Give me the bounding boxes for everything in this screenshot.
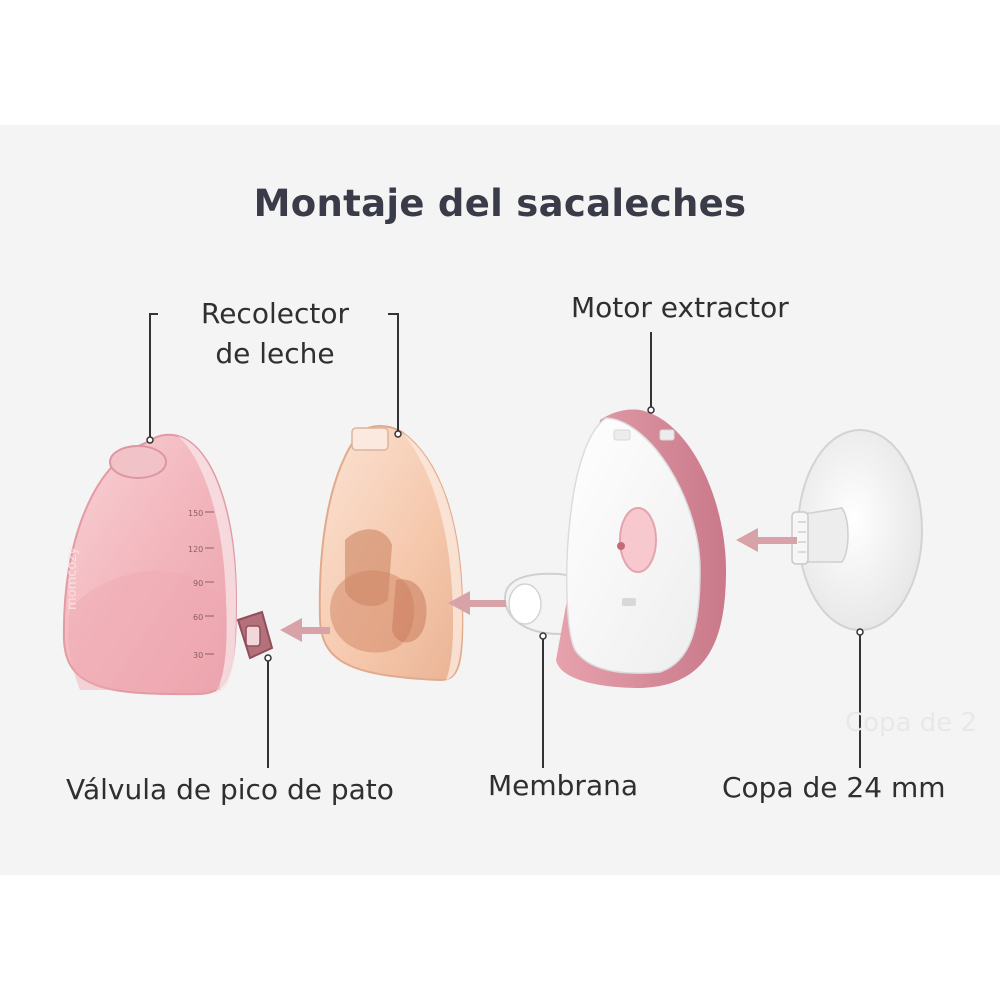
milk-collector-shell [318, 425, 464, 682]
label-membrane: Membrana [488, 769, 639, 802]
leader-motor [647, 332, 655, 414]
assembly-arrows [280, 528, 797, 642]
volume-scale: 150 120 90 60 30 [188, 509, 214, 660]
leader-valve [264, 654, 272, 768]
label-cup: Copa de 24 mm [722, 771, 946, 804]
cup-24mm [791, 429, 923, 631]
label-collector-line1: Recolector [201, 297, 349, 330]
milk-collector-body: 150 120 90 60 30 momcozy [62, 433, 238, 696]
label-collector-line2: de leche [215, 337, 335, 370]
extraction-motor [556, 409, 726, 688]
arrow-shell-to-valve [280, 618, 330, 642]
scale-mark-90: 90 [193, 579, 203, 588]
scale-mark-150: 150 [188, 509, 203, 518]
brand-logo: momcozy [65, 547, 80, 610]
label-collector: Recolector de leche [170, 294, 380, 374]
watermark-text: Copa de 2 [845, 708, 978, 738]
scale-mark-60: 60 [193, 613, 203, 622]
leader-collector-bracket [146, 313, 402, 444]
leader-cup [856, 628, 864, 768]
scale-mark-30: 30 [193, 651, 203, 660]
label-valve: Válvula de pico de pato [66, 773, 394, 806]
scale-mark-120: 120 [188, 545, 203, 554]
duckbill-valve [236, 610, 274, 660]
leader-lines [146, 313, 864, 768]
label-motor: Motor extractor [571, 291, 789, 324]
arrow-cup-to-motor [736, 528, 797, 552]
leader-membrane [539, 632, 547, 768]
arrow-membrane-to-shell [448, 591, 506, 615]
diagram-title: Montaje del sacaleches [253, 182, 747, 225]
